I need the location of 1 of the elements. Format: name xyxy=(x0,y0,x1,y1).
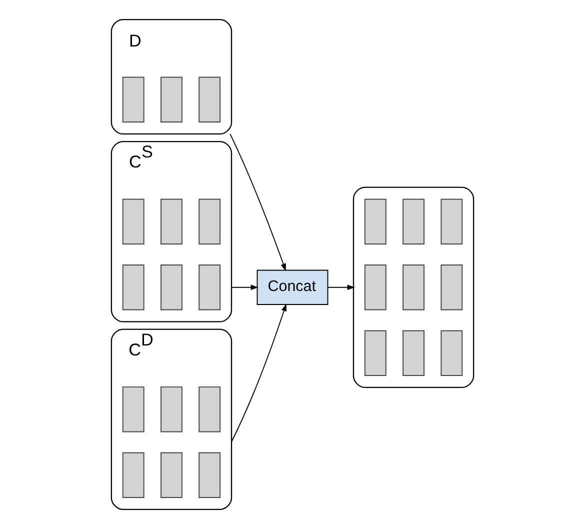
node-label: D xyxy=(129,30,142,51)
